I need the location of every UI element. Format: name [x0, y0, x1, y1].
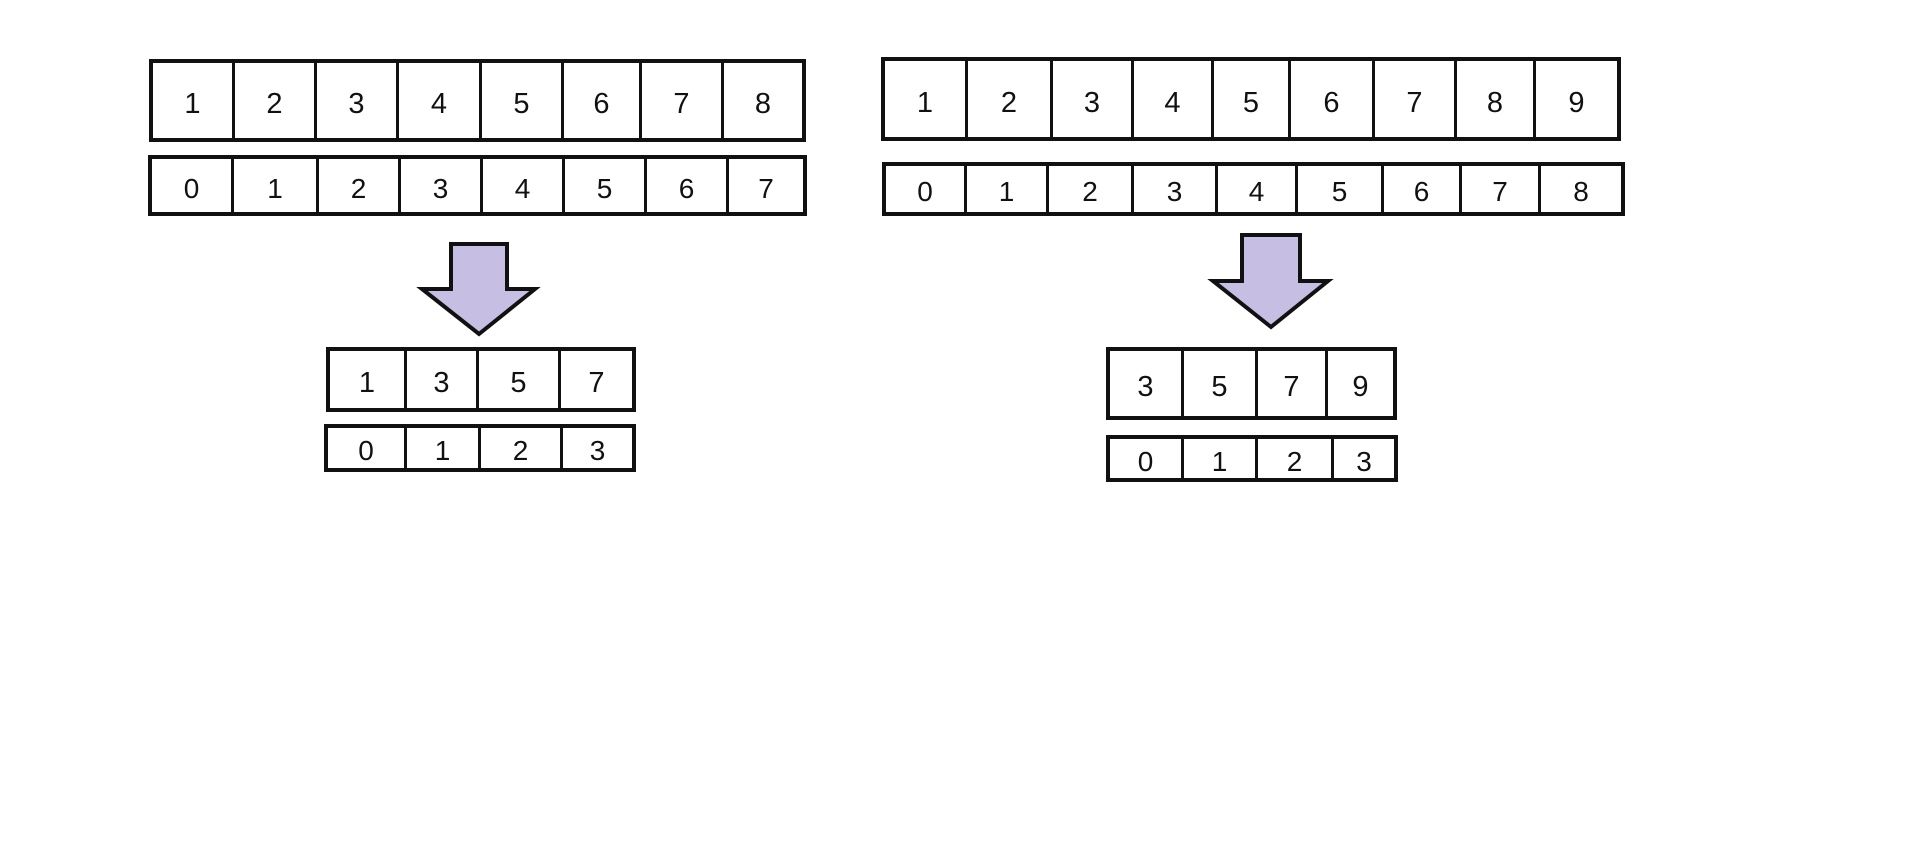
- array-value-cell: 7: [642, 63, 724, 138]
- array-index-cell: 7: [758, 172, 774, 204]
- result-index-cell: 3: [589, 435, 606, 466]
- array-value-cell: 1: [885, 61, 968, 137]
- array-value-cell: 5: [482, 63, 564, 138]
- array-value-cell: 3: [1053, 61, 1134, 137]
- result-value-cell: 7: [1258, 351, 1328, 416]
- array-index-cell: 4: [1218, 166, 1298, 212]
- result-value-cell: 5: [479, 351, 561, 408]
- result-value-cell: 7: [588, 367, 605, 399]
- result-index-cell: 3: [1356, 445, 1372, 477]
- array-value-cell: 6: [564, 63, 642, 138]
- result-value-cell: 3: [1110, 351, 1184, 416]
- array-index-cell: 1: [234, 159, 319, 212]
- result-index-cell: 0: [1110, 439, 1184, 478]
- result-index-cell: 0: [328, 428, 407, 468]
- array-index-cell: 8: [1573, 176, 1589, 207]
- array-index-cell: 4: [483, 159, 565, 212]
- array-value-cell: 9: [1568, 86, 1585, 119]
- result-index-cell: 2: [481, 428, 563, 468]
- array-value-cell: 4: [399, 63, 482, 138]
- array-value-cell: 2: [968, 61, 1053, 137]
- array-value-cell: 8: [754, 88, 772, 120]
- array-index-cell: 3: [401, 159, 483, 212]
- array-index-cell: 1: [967, 166, 1049, 212]
- result-index-cell: 1: [407, 428, 481, 468]
- result-value-cell: 1: [330, 351, 407, 408]
- array-index-cell: 3: [1134, 166, 1218, 212]
- array-value-cell: 6: [1291, 61, 1375, 137]
- array-index-cell: 6: [1384, 166, 1462, 212]
- result-index-cell: 1: [1184, 439, 1258, 478]
- array-value-cell: 7: [1375, 61, 1457, 137]
- array-value-cell: 1: [153, 63, 235, 138]
- result-index-cell: 2: [1258, 439, 1334, 478]
- array-index-cell: 2: [1049, 166, 1134, 212]
- array-index-cell: 2: [319, 159, 401, 212]
- array-index-cell: 5: [1298, 166, 1384, 212]
- arrow-shape: [1207, 233, 1334, 330]
- array-value-cell: 4: [1134, 61, 1214, 137]
- down-arrow-icon: [1207, 233, 1334, 330]
- down-arrow-icon: [416, 242, 541, 337]
- array-index-cell: 0: [152, 159, 234, 212]
- arrow-shape: [416, 242, 541, 337]
- array-value-cell: 2: [235, 63, 317, 138]
- array-index-cell: 0: [886, 166, 967, 212]
- array-index-cell: 6: [647, 159, 729, 212]
- result-value-cell: 9: [1352, 371, 1369, 403]
- array-value-cell: 3: [317, 63, 399, 138]
- array-value-cell: 5: [1214, 61, 1291, 137]
- result-value-cell: 5: [1184, 351, 1258, 416]
- array-index-cell: 7: [1462, 166, 1541, 212]
- result-value-cell: 3: [407, 351, 479, 408]
- array-value-cell: 8: [1457, 61, 1536, 137]
- array-index-cell: 5: [565, 159, 647, 212]
